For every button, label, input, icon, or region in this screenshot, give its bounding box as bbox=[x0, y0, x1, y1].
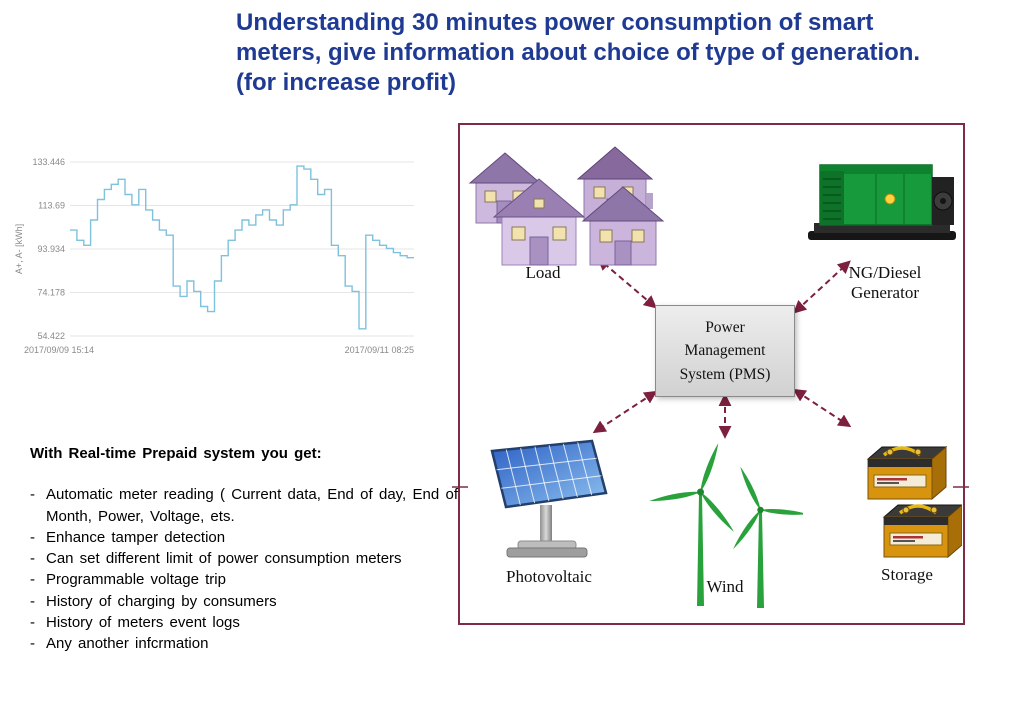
feature-item: -Automatic meter reading ( Current data,… bbox=[30, 484, 458, 527]
arrow-pms-load bbox=[597, 257, 657, 309]
storage-label: Storage bbox=[881, 565, 933, 584]
feature-text: History of meters event logs bbox=[46, 614, 240, 632]
consumption-chart: 133.446 113.69 93.934 74.178 54.422 A+, A- [k… bbox=[10, 146, 440, 364]
consumption-line bbox=[70, 165, 414, 330]
bullet-dash: - bbox=[30, 528, 35, 546]
features-section: With Real-time Prepaid system you get: -… bbox=[30, 443, 458, 655]
feature-text: Enhance tamper detection bbox=[46, 528, 226, 546]
feature-text: Can set different limit of power consump… bbox=[46, 550, 402, 568]
feature-item: -Can set different limit of power consum… bbox=[30, 548, 458, 569]
y-tick-label: 133.446 bbox=[32, 157, 65, 167]
arrow-pms-photovoltaic bbox=[592, 390, 658, 434]
page-title: Understanding 30 minutes power consumpti… bbox=[236, 8, 1012, 99]
generator-label: NG/Diesel Generator bbox=[848, 263, 922, 302]
bullet-dash: - bbox=[30, 571, 35, 589]
battery bbox=[866, 445, 948, 501]
pms-label-line: Management bbox=[684, 342, 766, 360]
pms-box: Power Management System (PMS) bbox=[655, 305, 795, 397]
arrows-layer bbox=[452, 257, 969, 488]
feature-text: Any another infcrmation bbox=[46, 635, 209, 653]
load-label: Load bbox=[525, 263, 561, 282]
bullet-dash: - bbox=[30, 592, 35, 610]
title-line: meters, give information about choice of… bbox=[236, 39, 921, 67]
consumption-chart-svg: 133.446 113.69 93.934 74.178 54.422 A+, A- [k… bbox=[14, 157, 414, 355]
title-line: Understanding 30 minutes power consumpti… bbox=[236, 9, 874, 36]
features-list: -Automatic meter reading ( Current data,… bbox=[30, 484, 458, 654]
house bbox=[581, 186, 665, 266]
arrow-pms-generator bbox=[793, 260, 851, 314]
bullet-dash: - bbox=[30, 635, 35, 653]
houses-illustration bbox=[468, 146, 665, 266]
wind-label: Wind bbox=[706, 577, 744, 596]
features-heading: With Real-time Prepaid system you get: bbox=[30, 445, 322, 462]
bullet-dash: - bbox=[30, 614, 35, 632]
y-tick-label: 74.178 bbox=[37, 288, 65, 298]
pms-label-line: System (PMS) bbox=[679, 365, 771, 383]
storage-illustration bbox=[866, 445, 962, 559]
photovoltaic-illustration bbox=[490, 439, 608, 558]
wind-illustration bbox=[648, 442, 803, 608]
feature-text: History of charging by consumers bbox=[46, 592, 277, 610]
x-start-label: 2017/09/09 15:14 bbox=[24, 345, 94, 355]
title-line: (for increase profit) bbox=[236, 69, 457, 97]
feature-item: -Programmable voltage trip bbox=[30, 569, 458, 590]
pms-diagram: Load NG/Diesel Generator Power Manageme bbox=[452, 123, 969, 625]
y-tick-label: 54.422 bbox=[37, 331, 65, 341]
feature-text: Programmable voltage trip bbox=[46, 571, 226, 589]
x-end-label: 2017/09/11 08:25 bbox=[345, 345, 414, 355]
feature-item: -History of meters event logs bbox=[30, 612, 458, 633]
bullet-dash: - bbox=[30, 486, 35, 504]
generator-illustration bbox=[808, 164, 956, 240]
feature-text: Automatic meter reading ( Current data, … bbox=[46, 486, 458, 525]
y-tick-label: 113.69 bbox=[38, 201, 65, 211]
pms-label-line: Power bbox=[705, 319, 745, 337]
house bbox=[492, 178, 586, 266]
feature-item: -Any another infcrmation bbox=[30, 633, 458, 654]
photovoltaic-label: Photovoltaic bbox=[506, 567, 592, 586]
bullet-dash: - bbox=[30, 550, 35, 568]
battery bbox=[882, 503, 962, 559]
y-axis-label: A+, A- [kWh] bbox=[14, 224, 24, 274]
y-tick-label: 93.934 bbox=[37, 244, 65, 254]
feature-item: -History of charging by consumers bbox=[30, 591, 458, 612]
feature-item: -Enhance tamper detection bbox=[30, 527, 458, 548]
arrow-pms-storage bbox=[792, 388, 852, 428]
